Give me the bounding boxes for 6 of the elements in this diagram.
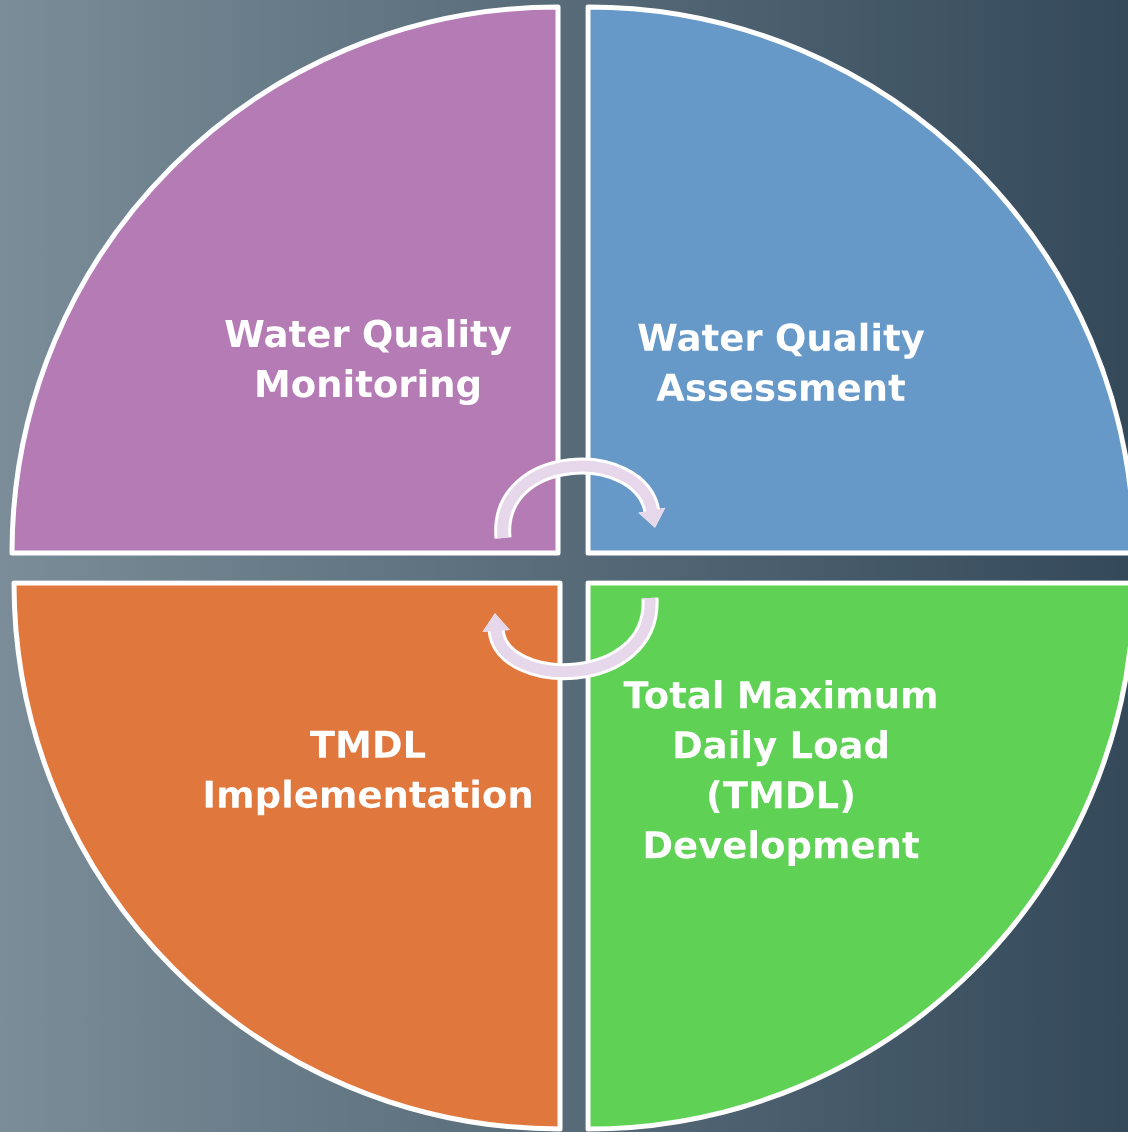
curved-arrow bbox=[482, 597, 659, 680]
quadrant: TMDL Implementation bbox=[11, 580, 563, 1132]
quadrant: Total Maximum Daily Load (TMDL) Development bbox=[585, 580, 1128, 1132]
quadrant: Water Quality Assessment bbox=[585, 4, 1128, 556]
quadrant: Water Quality Monitoring bbox=[9, 4, 561, 556]
curved-arrow bbox=[494, 457, 666, 539]
